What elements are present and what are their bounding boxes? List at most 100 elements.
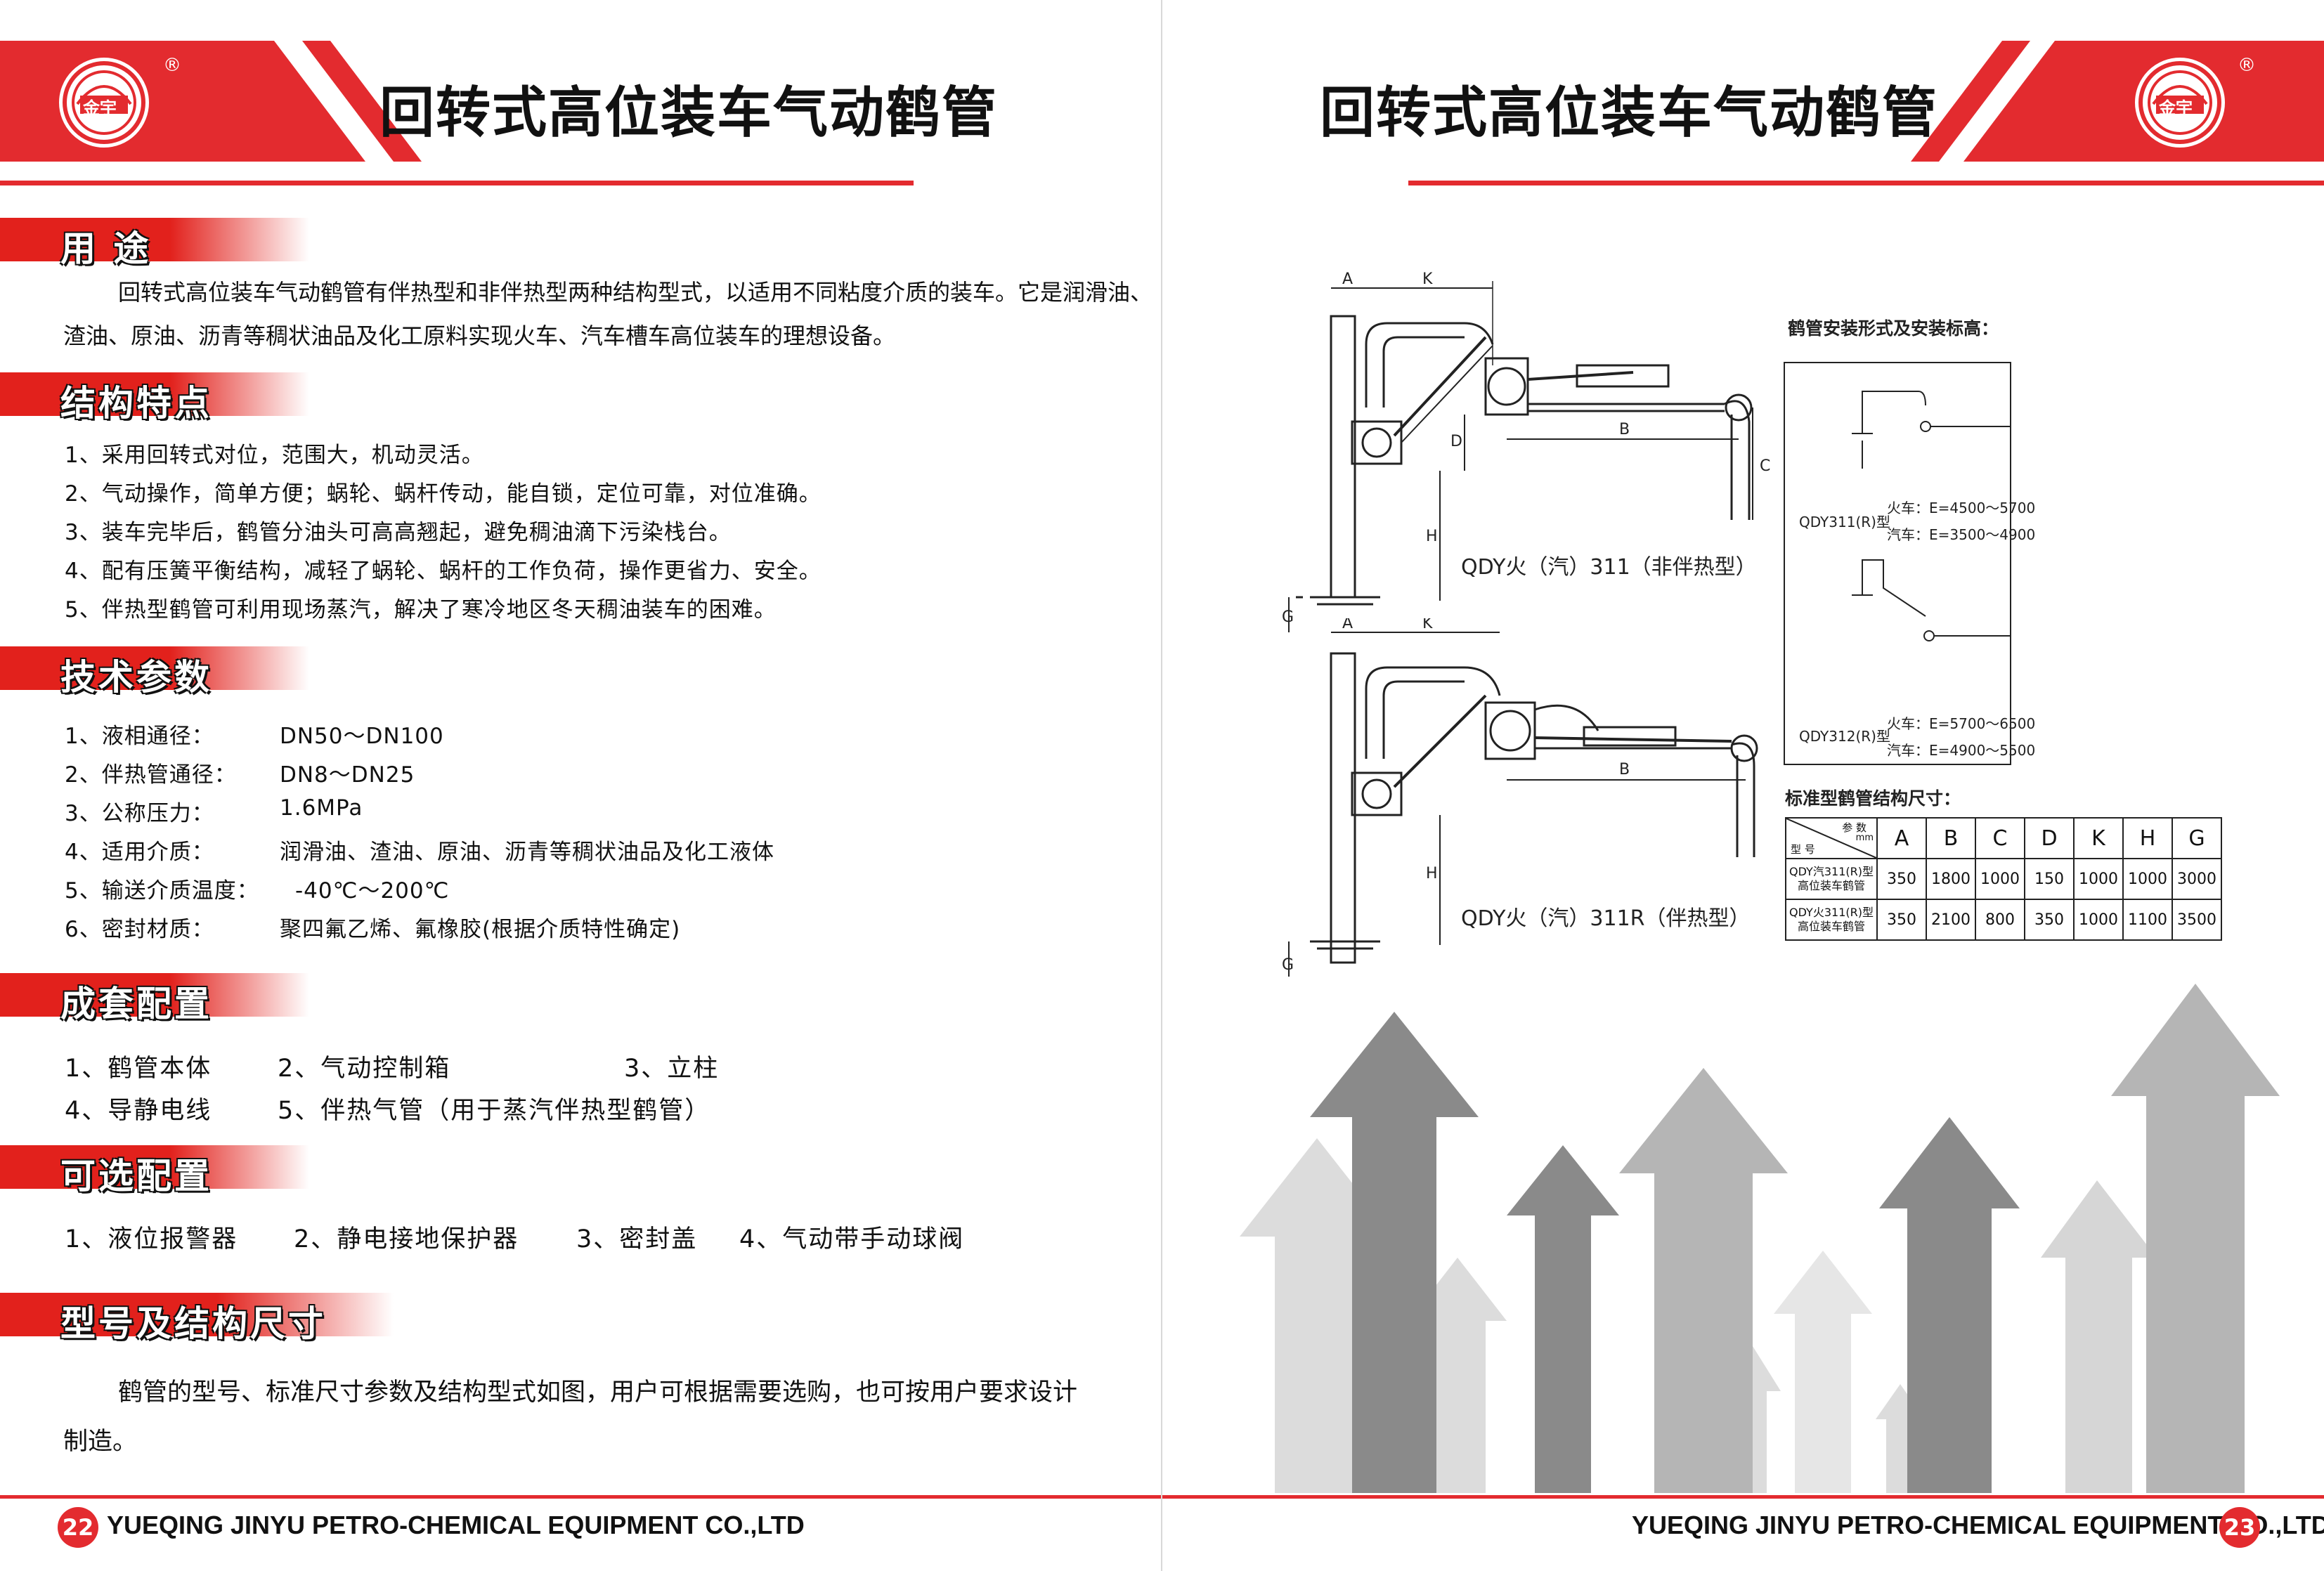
column-header: K: [2073, 817, 2124, 859]
arrow-shape: [2041, 1180, 2157, 1493]
table-cell: 350: [1876, 858, 1927, 900]
install-box: QDY311(R)型 火车：E=4500～5700 汽车：E=3500～4900…: [1784, 362, 2035, 765]
install-model-1: QDY311(R)型: [1799, 514, 1890, 530]
spec-label: 2、伴热管通径：: [65, 762, 237, 788]
header-rule: [0, 181, 914, 185]
arrow-shape: [1774, 1251, 1872, 1493]
column-header: C: [1975, 817, 2025, 859]
spec-value: 聚四氟乙烯、氟橡胶(根据介质特性确定): [280, 917, 681, 942]
install-truck-2: 汽车：E=4900～5500: [1887, 742, 2036, 759]
model-line1: QDY汽311(R)型: [1789, 865, 1874, 878]
spec-value: -40℃～200℃: [295, 878, 450, 904]
page-fold: [1161, 0, 1162, 1571]
usage-text: 回转式高位装车气动鹤管有伴热型和非伴热型两种结构型式，以适用不同粘度介质的装车。…: [63, 279, 1153, 349]
page-number: 23: [2219, 1507, 2260, 1548]
table-cell: 150: [2024, 858, 2075, 900]
section-specs-title: 技术参数: [60, 657, 212, 698]
dim-label-k: K: [1422, 270, 1433, 288]
spec-label: 1、液相通径：: [65, 724, 214, 749]
dim-label-k: K: [1422, 618, 1433, 632]
registered-mark: ®: [2238, 55, 2256, 76]
spec-value: DN50～DN100: [280, 724, 444, 749]
section-usage: 用 途: [0, 218, 309, 269]
spec-value: DN8～DN25: [280, 762, 415, 788]
right-page: 金宇 ® 回转式高位装车气动鹤管: [1162, 0, 2324, 1571]
install-train-1: 火车：E=4500～5700: [1887, 500, 2036, 516]
table-row: QDY火311(R)型 高位装车鹤管 350 2100 800 350 1000…: [1785, 899, 2222, 941]
table-cell: 1000: [2073, 899, 2124, 941]
section-features-title: 结构特点: [60, 383, 212, 424]
install-title: 鹤管安装形式及安装标高：: [1788, 318, 1999, 339]
section-options-title: 可选配置: [60, 1156, 212, 1197]
option-item: 2、静电接地保护器: [294, 1225, 519, 1253]
company-logo: 金宇 ®: [56, 55, 181, 150]
footer-rule: [0, 1495, 1162, 1499]
diagram-top-label: QDY火（汽）311（非伴热型）: [1461, 555, 1757, 580]
section-features: 结构特点: [0, 372, 309, 424]
dim-label-g: G: [1282, 956, 1294, 974]
arrow-shape: [1619, 1068, 1788, 1493]
company-logo: 金宇 ®: [2132, 55, 2256, 150]
section-options: 可选配置: [0, 1145, 309, 1197]
table-cell: 2100: [1926, 899, 1976, 941]
corner-unit: mm: [1855, 833, 1874, 843]
page-title: 回转式高位装车气动鹤管: [379, 82, 999, 145]
install-truck-1: 汽车：E=3500～4900: [1887, 526, 2036, 543]
feature-item: 4、配有压簧平衡结构，减轻了蜗轮、蜗杆的工作负荷，操作更省力、安全。: [65, 559, 822, 584]
decorative-arrows: [1240, 984, 2280, 1493]
table-cell: 1800: [1926, 858, 1976, 900]
column-header: A: [1876, 817, 1927, 859]
feature-item: 5、伴热型鹤管可利用现场蒸汽，解决了寒冷地区冬天稠油装车的困难。: [65, 597, 777, 622]
table-cell: 3500: [2172, 899, 2222, 941]
install-model-2: QDY312(R)型: [1799, 728, 1890, 745]
column-header: H: [2122, 817, 2173, 859]
kit-item: 3、立柱: [624, 1055, 720, 1083]
dim-label-b: B: [1619, 421, 1630, 438]
model-line1: QDY火311(R)型: [1789, 906, 1874, 919]
table-row: QDY汽311(R)型 高位装车鹤管 350 1800 1000 150 100…: [1785, 858, 2222, 900]
column-header: B: [1926, 817, 1976, 859]
table-cell: 1100: [2122, 899, 2173, 941]
install-train-2: 火车：E=5700～6500: [1887, 715, 2036, 732]
company-name: YUEQING JINYU PETRO-CHEMICAL EQUIPMENT C…: [107, 1511, 805, 1539]
dim-label-c: C: [1760, 457, 1770, 475]
dim-label-a: A: [1342, 270, 1353, 288]
spec-label: 6、密封材质：: [65, 917, 214, 942]
option-item: 3、密封盖: [576, 1225, 698, 1253]
table-cell: 800: [1975, 899, 2025, 941]
dim-label-h: H: [1426, 865, 1438, 882]
option-item: 1、液位报警器: [65, 1225, 238, 1253]
loading-arm-diagram-bottom: A K B H G: [1282, 618, 1758, 977]
model-text: 鹤管的型号、标准尺寸参数及结构型式如图，用户可根据需要选购，也可按用户要求设计制…: [63, 1378, 1078, 1456]
table-cell: 350: [2024, 899, 2075, 941]
table-cell-model: QDY火311(R)型 高位装车鹤管: [1785, 899, 1878, 941]
dim-label-b: B: [1619, 761, 1630, 778]
feature-item: 3、装车完毕后，鹤管分油头可高高翘起，避免稠油滴下污染栈台。: [65, 520, 732, 545]
feature-item: 1、采用回转式对位，范围大，机动灵活。: [65, 443, 484, 468]
section-model: 型号及结构尺寸: [0, 1293, 394, 1344]
spec-value: 1.6MPa: [280, 795, 363, 821]
table-cell: 1000: [1975, 858, 2025, 900]
diagram-bottom-label: QDY火（汽）311R（伴热型）: [1461, 906, 1751, 931]
model-paragraph: 鹤管的型号、标准尺寸参数及结构型式如图，用户可根据需要选购，也可按用户要求设计制…: [63, 1368, 1089, 1466]
arrow-shape: [1507, 1145, 1619, 1493]
spec-table: 参 数 mm 型 号 A B C D K H G QDY汽311(R)型 高位装…: [1785, 817, 2222, 941]
logo-text: 金宇: [2159, 98, 2193, 118]
table-cell: 350: [1876, 899, 1927, 941]
table-cell: 3000: [2172, 858, 2222, 900]
table-header-row: 参 数 mm 型 号 A B C D K H G: [1785, 817, 2222, 859]
kit-item: 1、鹤管本体: [65, 1055, 212, 1083]
spec-label: 4、适用介质：: [65, 840, 214, 865]
arrow-shape: [1310, 1012, 1479, 1493]
table-title: 标准型鹤管结构尺寸：: [1785, 788, 1961, 809]
table-cell-model: QDY汽311(R)型 高位装车鹤管: [1785, 858, 1878, 900]
section-usage-title: 用 途: [60, 228, 152, 269]
left-page: 金宇 ® 回转式高位装车气动鹤管 用 途 回转式高位装车气动鹤管有伴热型和非伴热…: [0, 41, 1162, 1548]
page-number: 22: [58, 1507, 98, 1548]
option-item: 4、气动带手动球阀: [739, 1225, 965, 1253]
spec-value: 润滑油、渣油、原油、沥青等稠状油品及化工液体: [280, 840, 774, 865]
arrow-shape: [1879, 1117, 2020, 1493]
dim-label-d: D: [1450, 433, 1462, 450]
spec-label: 5、输送介质温度：: [65, 878, 259, 904]
company-name: YUEQING JINYU PETRO-CHEMICAL EQUIPMENT C…: [1632, 1511, 2324, 1539]
